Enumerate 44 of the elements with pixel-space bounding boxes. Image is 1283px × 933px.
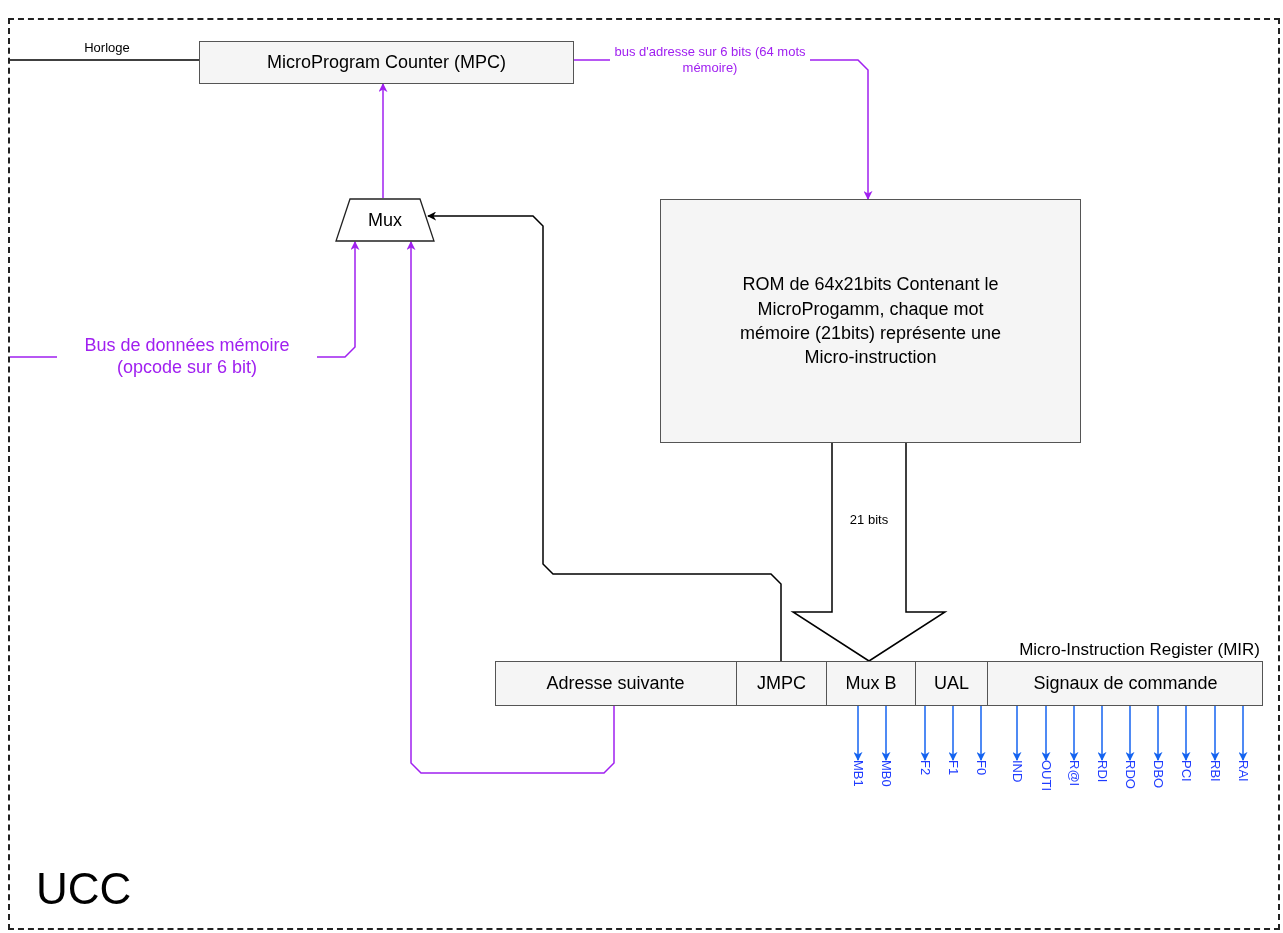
signal-label: RDI [1093, 760, 1111, 783]
register-field: JMPC [736, 661, 826, 706]
signal-label: RDO [1121, 760, 1139, 789]
arrow [1069, 705, 1079, 761]
arrow [948, 705, 958, 761]
register-title: Micro-Instruction Register (MIR) [1019, 640, 1260, 660]
arrow [881, 705, 891, 761]
arrow [976, 705, 986, 761]
arrow [378, 83, 388, 199]
signal-label: RAI [1234, 760, 1252, 782]
signal-label: PCI [1177, 760, 1195, 782]
signal-label: RBI [1206, 760, 1224, 782]
arrow [1181, 705, 1191, 761]
block-arrow [790, 442, 948, 662]
signal-label: MB1 [849, 760, 867, 787]
rom-box: ROM de 64x21bits Contenant le MicroProgamm, chaque mot mémoire (21bits) représente une Micro-instruction [660, 199, 1081, 443]
arrow [1097, 705, 1107, 761]
arrow [427, 211, 782, 662]
signal-label: F2 [916, 760, 934, 776]
register-field: UAL [915, 661, 987, 706]
arrow [1125, 705, 1135, 761]
arrow [1153, 705, 1163, 761]
arrow [853, 705, 863, 761]
arrow [920, 705, 930, 761]
arrow [1238, 705, 1248, 761]
signal-label: MB0 [877, 760, 895, 787]
register-field: Signaux de commande [987, 661, 1263, 706]
register-field: Adresse suivante [495, 661, 736, 706]
signal-label: R@I [1065, 760, 1083, 787]
arrow [1210, 705, 1220, 761]
counter-box: MicroProgram Counter (MPC) [199, 41, 574, 84]
arrow [1041, 705, 1051, 761]
arrow [1012, 705, 1022, 761]
signal-label: F0 [972, 760, 990, 776]
signal-label: F1 [944, 760, 962, 776]
register-field: Mux B [826, 661, 915, 706]
signal-label: DBO [1149, 760, 1167, 789]
arrow [406, 241, 615, 774]
signal-label: OUTI [1037, 760, 1055, 792]
line [9, 59, 200, 61]
dashed-frame [8, 18, 1280, 930]
block-title: UCC [36, 864, 132, 914]
mux-trapezoid: Mux [335, 198, 435, 242]
signal-label: IND [1008, 760, 1026, 783]
